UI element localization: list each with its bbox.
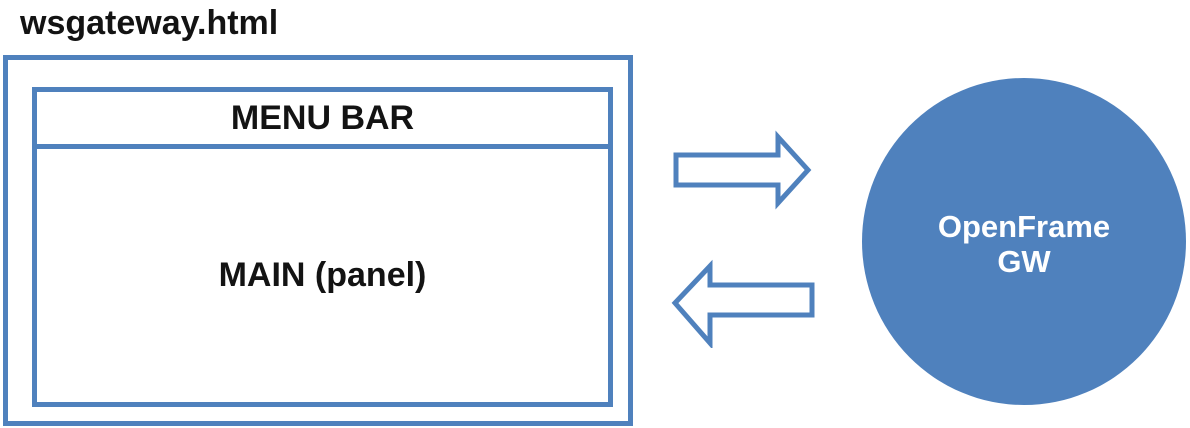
arrow-left-icon xyxy=(671,259,815,348)
gw-label-line2: GW xyxy=(997,243,1051,279)
page-content-frame: MENU BAR MAIN (panel) xyxy=(32,87,613,407)
openframe-gw-node: OpenFrame GW xyxy=(862,78,1186,405)
gw-label-line1: OpenFrame xyxy=(937,208,1111,244)
browser-window-frame: MENU BAR MAIN (panel) xyxy=(3,55,633,426)
arrow-right-icon xyxy=(673,130,812,210)
menu-bar: MENU BAR xyxy=(37,92,608,149)
main-panel: MAIN (panel) xyxy=(218,256,427,294)
page-title: wsgateway.html xyxy=(20,4,279,42)
